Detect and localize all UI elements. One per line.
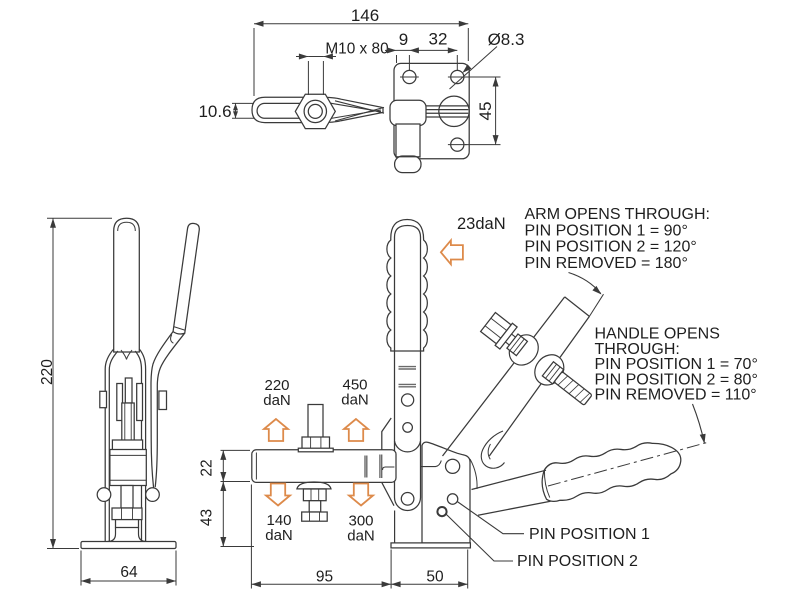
svg-text:THROUGH:: THROUGH: [595,341,680,358]
svg-text:PIN POSITION 1 = 90°: PIN POSITION 1 = 90° [525,222,688,239]
svg-text:140: 140 [266,512,291,529]
svg-text:23daN: 23daN [457,215,506,233]
svg-text:9: 9 [399,30,408,49]
svg-text:450: 450 [342,377,367,394]
svg-text:10.6: 10.6 [198,102,231,121]
svg-text:PIN REMOVED = 110°: PIN REMOVED = 110° [595,387,757,404]
svg-text:22: 22 [199,459,216,476]
svg-text:220: 220 [264,377,289,394]
svg-text:PIN POSITION 2 = 80°: PIN POSITION 2 = 80° [595,371,758,388]
svg-text:PIN POSITION 2 = 120°: PIN POSITION 2 = 120° [525,239,697,256]
svg-text:daN: daN [265,527,293,544]
svg-text:45: 45 [476,102,495,121]
svg-text:PIN POSITION 1 = 70°: PIN POSITION 1 = 70° [595,356,758,373]
svg-text:Ø8.3: Ø8.3 [488,30,525,49]
svg-text:300: 300 [348,513,373,530]
svg-text:PIN REMOVED = 180°: PIN REMOVED = 180° [525,255,688,272]
svg-text:daN: daN [341,391,369,408]
svg-text:M10 x 80: M10 x 80 [325,41,388,58]
svg-text:HANDLE OPENS: HANDLE OPENS [595,326,720,343]
svg-text:43: 43 [199,509,216,526]
svg-text:146: 146 [351,6,379,25]
svg-text:95: 95 [316,569,333,586]
svg-text:PIN POSITION 1: PIN POSITION 1 [529,526,650,543]
svg-text:220: 220 [39,359,56,385]
svg-text:daN: daN [263,392,291,409]
svg-text:PIN POSITION 2: PIN POSITION 2 [517,553,638,570]
svg-text:64: 64 [120,564,138,581]
svg-text:32: 32 [429,30,448,49]
svg-text:daN: daN [347,527,375,544]
svg-text:ARM OPENS THROUGH:: ARM OPENS THROUGH: [525,206,711,223]
svg-text:50: 50 [426,569,444,586]
